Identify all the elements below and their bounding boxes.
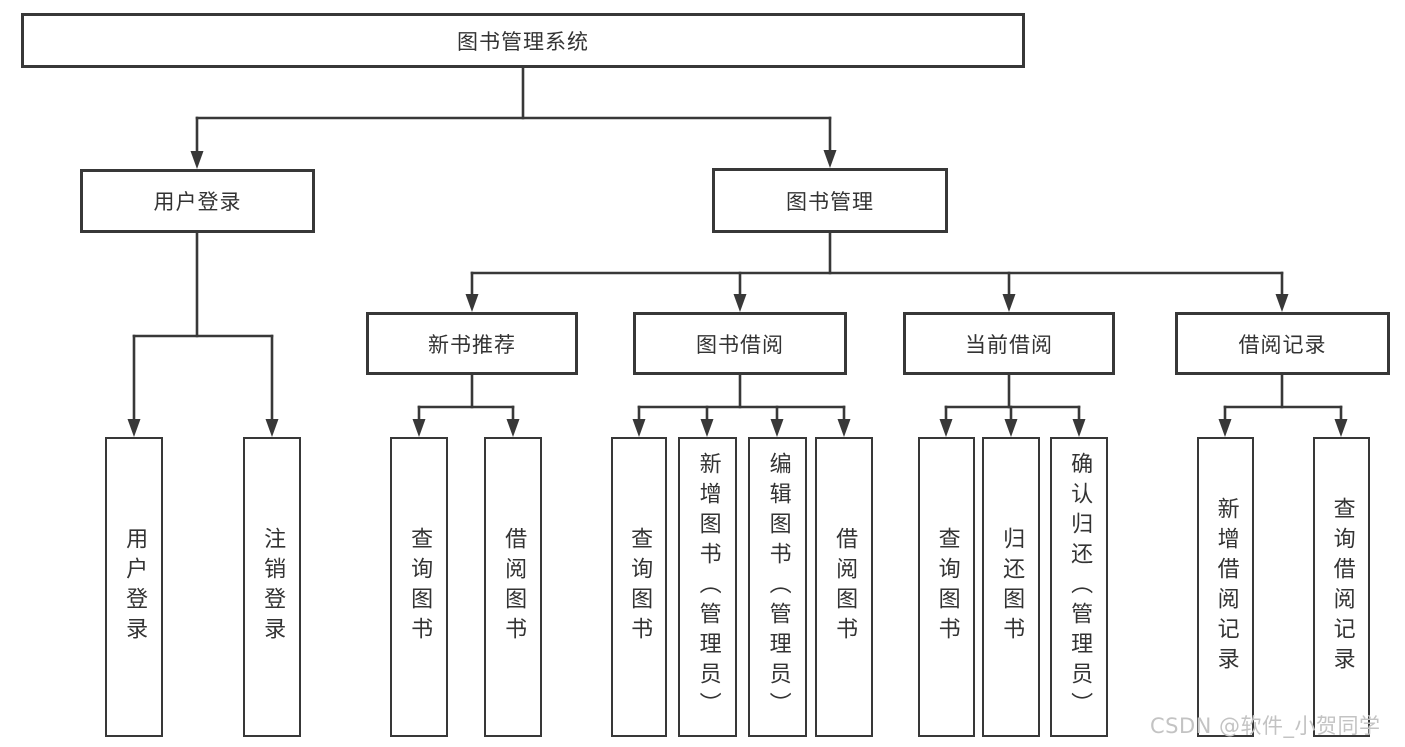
node-book-borrowing: 图书借阅: [633, 312, 847, 375]
leaf-borrowing-query-books-label: 查询图书: [627, 527, 653, 647]
leaf-user-login: 用户登录: [105, 437, 163, 737]
leaf-recommend-query-books: 查询图书: [390, 437, 448, 737]
leaf-borrowing-edit-books-admin: 编辑图书（管理员）: [748, 437, 807, 737]
node-root-label: 图书管理系统: [457, 29, 589, 54]
leaf-recommend-query-books-label: 查询图书: [407, 527, 433, 647]
leaf-records-add-record: 新增借阅记录: [1197, 437, 1254, 737]
leaf-logout: 注销登录: [243, 437, 301, 737]
node-borrowing-records-label: 借阅记录: [1238, 332, 1327, 357]
leaf-records-query-record: 查询借阅记录: [1313, 437, 1370, 737]
leaf-borrowing-add-books-admin: 新增图书（管理员）: [678, 437, 737, 737]
node-current-borrowing-label: 当前借阅: [965, 332, 1053, 357]
leaf-current-confirm-return-admin-label: 确认归还（管理员）: [1067, 452, 1093, 722]
node-book-management: 图书管理: [712, 168, 948, 233]
leaf-current-query-books-label: 查询图书: [934, 527, 960, 647]
leaf-records-add-record-label: 新增借阅记录: [1213, 497, 1239, 677]
node-user-login: 用户登录: [80, 169, 315, 233]
leaf-logout-label: 注销登录: [260, 527, 286, 647]
leaf-borrowing-borrow-books: 借阅图书: [815, 437, 873, 737]
node-current-borrowing: 当前借阅: [903, 312, 1115, 375]
leaf-current-confirm-return-admin: 确认归还（管理员）: [1050, 437, 1108, 737]
leaf-current-query-books: 查询图书: [918, 437, 975, 737]
leaf-borrowing-edit-books-admin-label: 编辑图书（管理员）: [765, 452, 791, 722]
leaf-borrowing-borrow-books-label: 借阅图书: [832, 527, 858, 647]
node-new-book-recommend-label: 新书推荐: [428, 332, 516, 357]
leaf-recommend-borrow-books: 借阅图书: [484, 437, 542, 737]
leaf-recommend-borrow-books-label: 借阅图书: [501, 527, 527, 647]
leaf-current-return-books-label: 归还图书: [999, 527, 1025, 647]
csdn-watermark: CSDN @软件_小贺同学: [1150, 714, 1381, 738]
node-user-login-label: 用户登录: [153, 190, 242, 214]
node-book-borrowing-label: 图书借阅: [696, 332, 784, 357]
leaf-current-return-books: 归还图书: [982, 437, 1040, 737]
leaf-borrowing-add-books-admin-label: 新增图书（管理员）: [695, 452, 721, 722]
node-borrowing-records: 借阅记录: [1175, 312, 1390, 375]
leaf-borrowing-query-books: 查询图书: [611, 437, 667, 737]
leaf-user-login-label: 用户登录: [122, 527, 148, 647]
node-new-book-recommend: 新书推荐: [366, 312, 578, 375]
node-book-management-label: 图书管理: [786, 189, 874, 214]
node-root: 图书管理系统: [21, 13, 1025, 68]
leaf-records-query-record-label: 查询借阅记录: [1329, 497, 1355, 677]
